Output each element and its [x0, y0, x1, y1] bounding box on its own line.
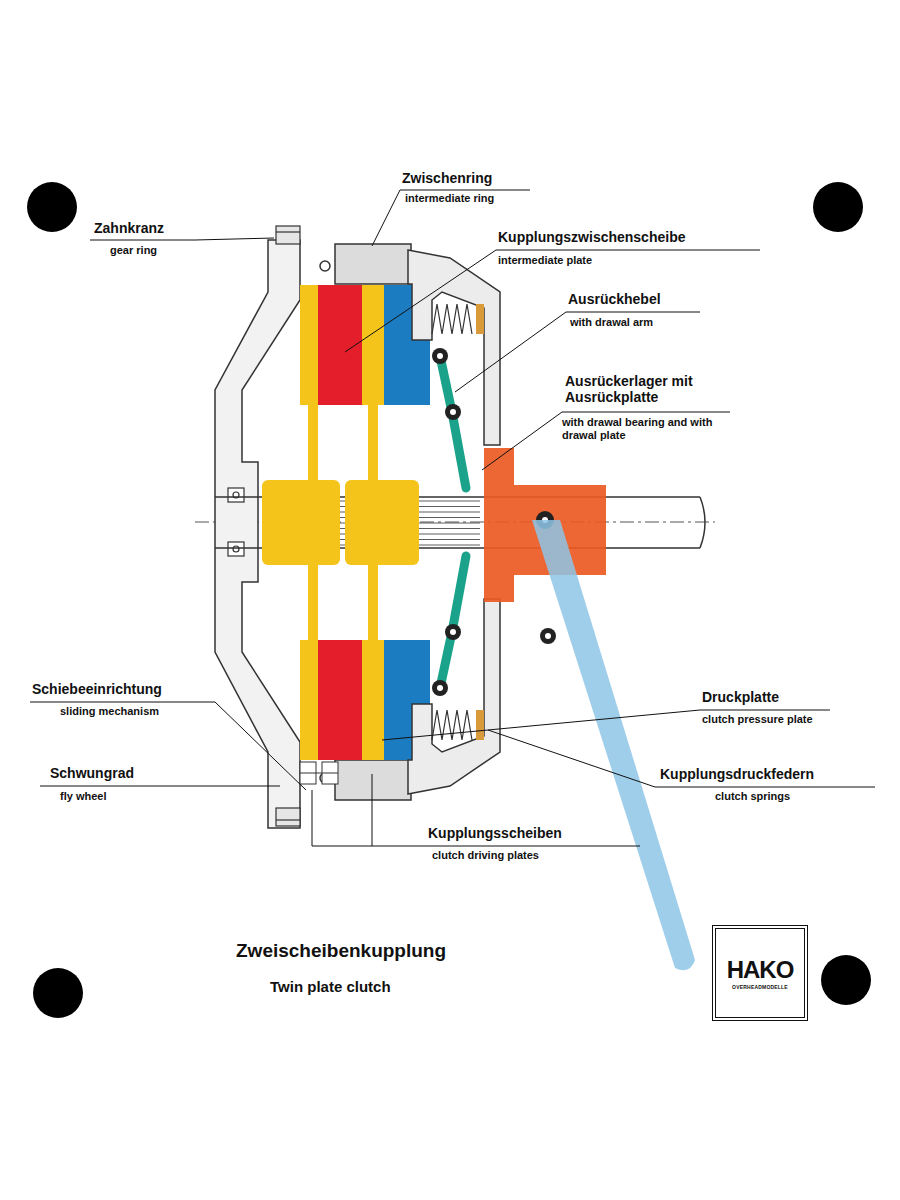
part-name-english: intermediate ring — [405, 192, 494, 205]
caption: Twin plate clutch — [270, 978, 391, 995]
logo-box: HAKOOVERHEADMODELLE — [712, 925, 808, 1021]
part-name-english: gear ring — [110, 244, 157, 257]
flywheel-bolts — [228, 488, 244, 556]
logo-subtitle: OVERHEADMODELLE — [716, 984, 804, 990]
part-name-german: Kupplungsscheiben — [428, 825, 562, 841]
release-levers — [432, 348, 466, 696]
part-name-german: Druckplatte — [702, 689, 779, 705]
part-name-english: clutch driving plates — [432, 849, 539, 862]
part-name-english: with drawal arm — [570, 316, 653, 329]
part-name-german: Kupplungszwischenscheibe — [498, 229, 685, 245]
intermediate-plate — [318, 285, 362, 760]
title: Zweischeibenkupplung — [236, 940, 446, 962]
sliding-mechanism — [300, 762, 338, 784]
part-name-german: Ausrückerlager mit Ausrückplatte — [565, 373, 735, 405]
pressure-plate — [384, 285, 430, 760]
part-name-german: Schwungrad — [50, 765, 134, 781]
part-name-german: Ausrückhebel — [568, 291, 661, 307]
leader-lines — [30, 190, 875, 846]
part-name-german: Zwischenring — [402, 170, 492, 186]
mounting-holes — [27, 182, 871, 1018]
part-name-english: intermediate plate — [498, 254, 592, 267]
release-fork — [532, 520, 695, 970]
clutch-springs — [432, 304, 472, 740]
logo-text: HAKO — [716, 956, 804, 984]
part-name-german: Zahnkranz — [94, 220, 164, 236]
part-name-english: sliding mechanism — [60, 705, 159, 718]
spring-coil — [432, 304, 472, 334]
part-name-english: with drawal bearing and with drawal plat… — [562, 416, 747, 441]
part-name-english: clutch springs — [715, 790, 790, 803]
spring-coil — [432, 710, 472, 740]
part-name-german: Kupplungsdruckfedern — [660, 766, 814, 782]
part-name-german: Schiebeeinrichtung — [32, 681, 162, 697]
spring-seats — [476, 304, 484, 740]
part-name-english: clutch pressure plate — [702, 713, 813, 726]
part-name-english: fly wheel — [60, 790, 106, 803]
